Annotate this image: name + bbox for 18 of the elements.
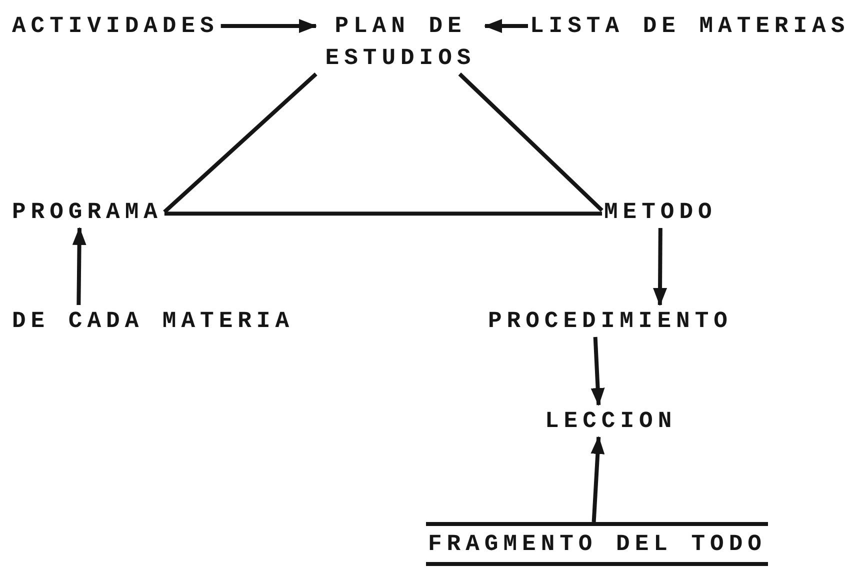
- node-label: LISTA DE MATERIAS: [528, 10, 852, 42]
- arrow: [590, 336, 605, 406]
- arrow: [484, 19, 528, 33]
- node-label: PROCEDIMIENTO: [486, 305, 734, 337]
- arrow: [72, 227, 86, 306]
- connector-line: [163, 72, 318, 214]
- node-label: ACTIVIDADES: [10, 10, 221, 42]
- node-label: PROGRAMA: [10, 196, 164, 228]
- arrow: [220, 19, 317, 33]
- node-label: METODO: [602, 196, 719, 228]
- underlined-label: FRAGMENTO DEL TODO: [426, 522, 768, 566]
- connector-line: [458, 72, 604, 212]
- node-label: PLAN DE ESTUDIOS: [316, 10, 485, 74]
- arrow: [590, 436, 605, 522]
- node-label: LECCION: [543, 405, 679, 437]
- node-label: DE CADA MATERIA: [10, 305, 296, 337]
- arrow: [653, 228, 668, 306]
- connector-line: [164, 212, 602, 216]
